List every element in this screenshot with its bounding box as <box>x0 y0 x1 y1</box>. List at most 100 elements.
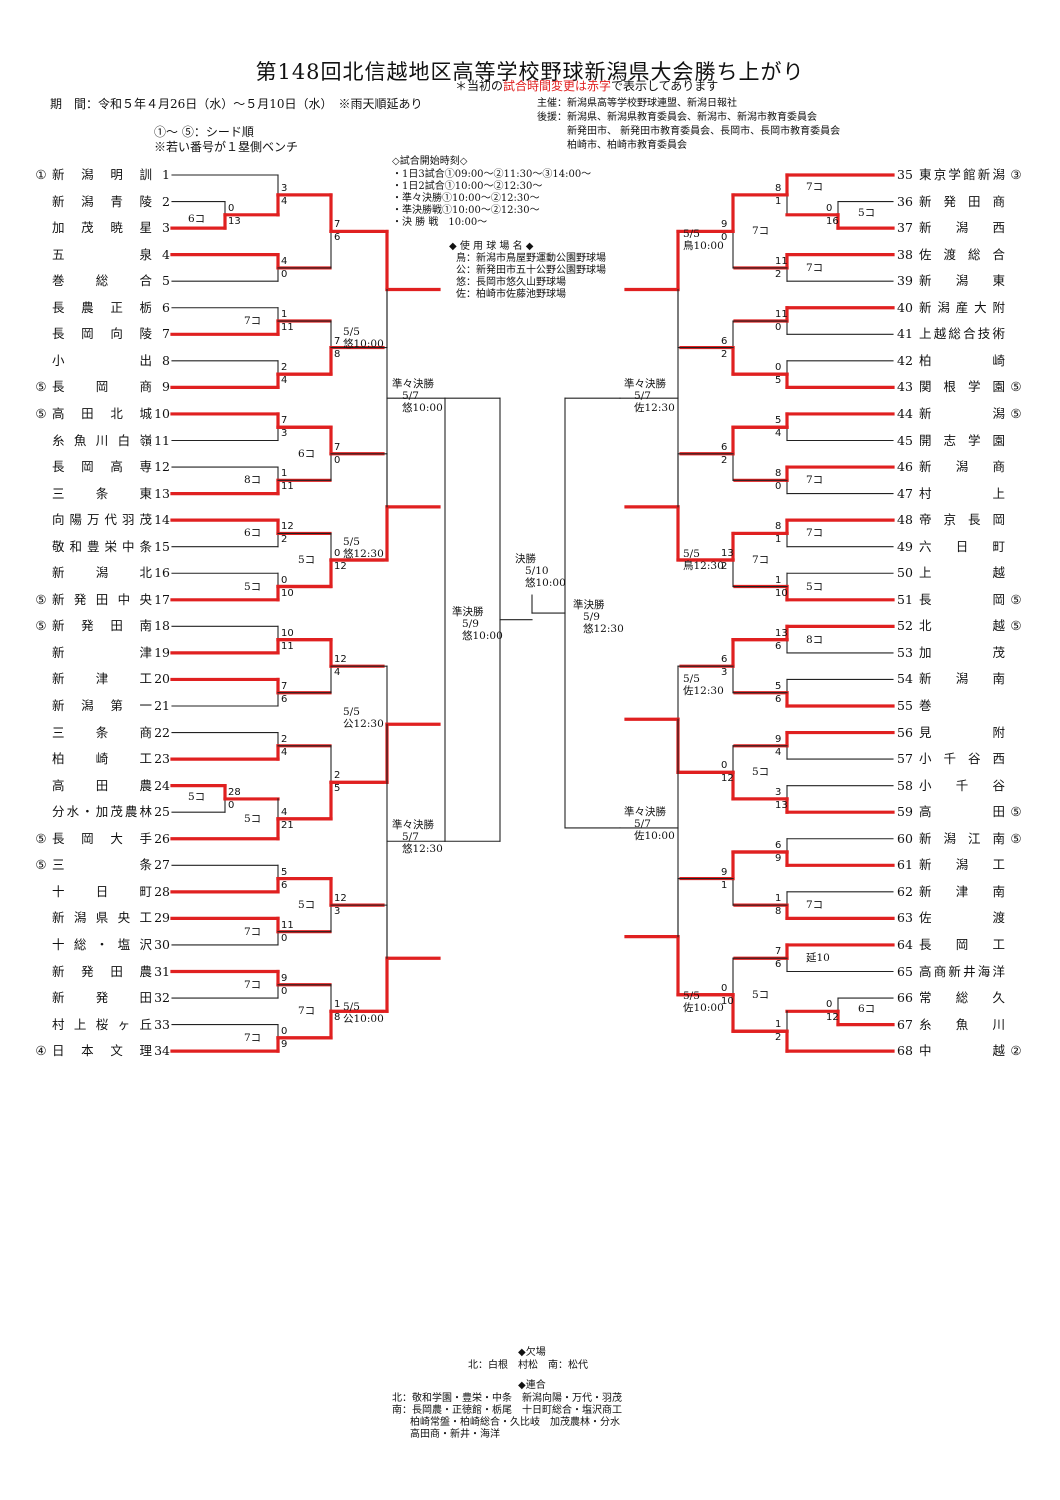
round-info: 5/5 <box>343 1001 360 1014</box>
team-name: 長岡工 <box>919 936 1005 952</box>
called-game-note: 7コ <box>806 181 824 193</box>
team-number: 55 <box>897 698 913 713</box>
seed-badge: ⑤ <box>35 405 47 421</box>
period: 期 間：令和５年４月26日（水）～５月10日（水） ※雨天順延あり <box>50 97 423 111</box>
team-number: 3 <box>162 220 170 236</box>
round-info: 5/7 <box>402 831 419 844</box>
score: 5 <box>281 866 288 878</box>
score: 4 <box>775 428 782 440</box>
team-name: 六日町 <box>919 538 1005 554</box>
team-name: 柏崎工 <box>52 751 152 767</box>
score: 6 <box>775 840 782 852</box>
team-name: 加茂暁星 <box>52 220 152 236</box>
called-game-note: 6コ <box>188 212 206 225</box>
team-name: 新発田南 <box>52 618 152 634</box>
team-number: 6 <box>162 299 170 315</box>
score: 3 <box>721 667 728 679</box>
team-name: 三条商 <box>52 724 152 740</box>
round-info: 5/5 <box>343 706 360 719</box>
team-number: 61 <box>897 857 913 873</box>
seed-badge: ① <box>35 167 47 182</box>
score: 12 <box>334 893 347 905</box>
team-number: 8 <box>162 352 170 368</box>
round-info: 5/7 <box>402 390 419 403</box>
team-number: 35 <box>897 167 913 182</box>
seed-badge: ④ <box>35 1043 47 1059</box>
team-number: 39 <box>897 273 913 289</box>
team-number: 29 <box>154 910 170 926</box>
score: 0 <box>334 547 341 559</box>
seed-badge: ② <box>1010 1043 1022 1059</box>
team-name: 加茂 <box>919 644 1005 660</box>
score: 0 <box>281 932 288 944</box>
team-number: 34 <box>154 1043 170 1059</box>
team-name: 新潟江南 <box>919 830 1005 846</box>
round-heading: 準々決勝 <box>624 378 666 391</box>
notice: ＊当初の試合時間変更は赤字で表示してあります <box>455 79 719 93</box>
score: 11 <box>775 255 788 267</box>
team-name: 柏崎 <box>919 352 1005 368</box>
round-info: 公10:00 <box>343 1013 384 1026</box>
score: 3 <box>334 906 341 918</box>
score: 1 <box>281 468 288 480</box>
seed-badge: ⑤ <box>35 591 47 607</box>
team-number: 46 <box>897 459 913 475</box>
venues-heading: ◆ 使 用 球 場 名 ◆ <box>449 241 534 252</box>
team-number: 1 <box>162 167 170 182</box>
team-name: 小出 <box>52 352 152 368</box>
team-name: 糸魚川 <box>919 1016 1005 1032</box>
team-number: 5 <box>162 273 170 289</box>
schedule-line: ・準決勝戦①10:00～②12:30～ <box>392 205 540 216</box>
team-number: 45 <box>897 432 913 448</box>
seed-badge: ⑤ <box>35 379 47 395</box>
round-heading: 決勝 <box>515 553 536 566</box>
team-number: 26 <box>154 830 170 846</box>
score: 1 <box>775 1019 782 1031</box>
team-number: 38 <box>897 246 913 262</box>
score: 1 <box>281 309 288 321</box>
team-number: 62 <box>897 883 913 899</box>
score: 7 <box>334 335 341 347</box>
combined-line: 高田商・新井・海洋 <box>410 1429 500 1440</box>
team-name: 中越 <box>919 1043 1005 1059</box>
venue-line: 鳥：新潟市鳥屋野運動公園野球場 <box>456 253 606 264</box>
called-game-note: 7コ <box>244 978 262 991</box>
score: 12 <box>334 654 347 666</box>
team-name: 見附 <box>919 724 1005 740</box>
team-name: 向陽万代羽茂 <box>52 512 152 528</box>
called-game-note: 5コ <box>188 790 206 803</box>
sponsor-line: 後援：新潟県、新潟県教育委員会、新潟市、新潟市教育委員会 <box>537 112 817 123</box>
score: 0 <box>228 202 235 214</box>
team-number: 12 <box>154 459 170 475</box>
team-name: 新発田商 <box>919 193 1005 209</box>
team-number: 52 <box>897 618 913 634</box>
team-number: 23 <box>154 751 170 767</box>
seed-badge: ⑤ <box>35 618 47 634</box>
seed-badge: ③ <box>1010 167 1022 182</box>
team-name: 長農正栃 <box>52 299 152 315</box>
score: 0 <box>281 985 288 997</box>
seed-badge: ⑤ <box>1010 804 1022 820</box>
team-number: 13 <box>154 485 170 501</box>
team-name: 新潟北 <box>52 565 152 581</box>
team-number: 28 <box>154 883 170 899</box>
